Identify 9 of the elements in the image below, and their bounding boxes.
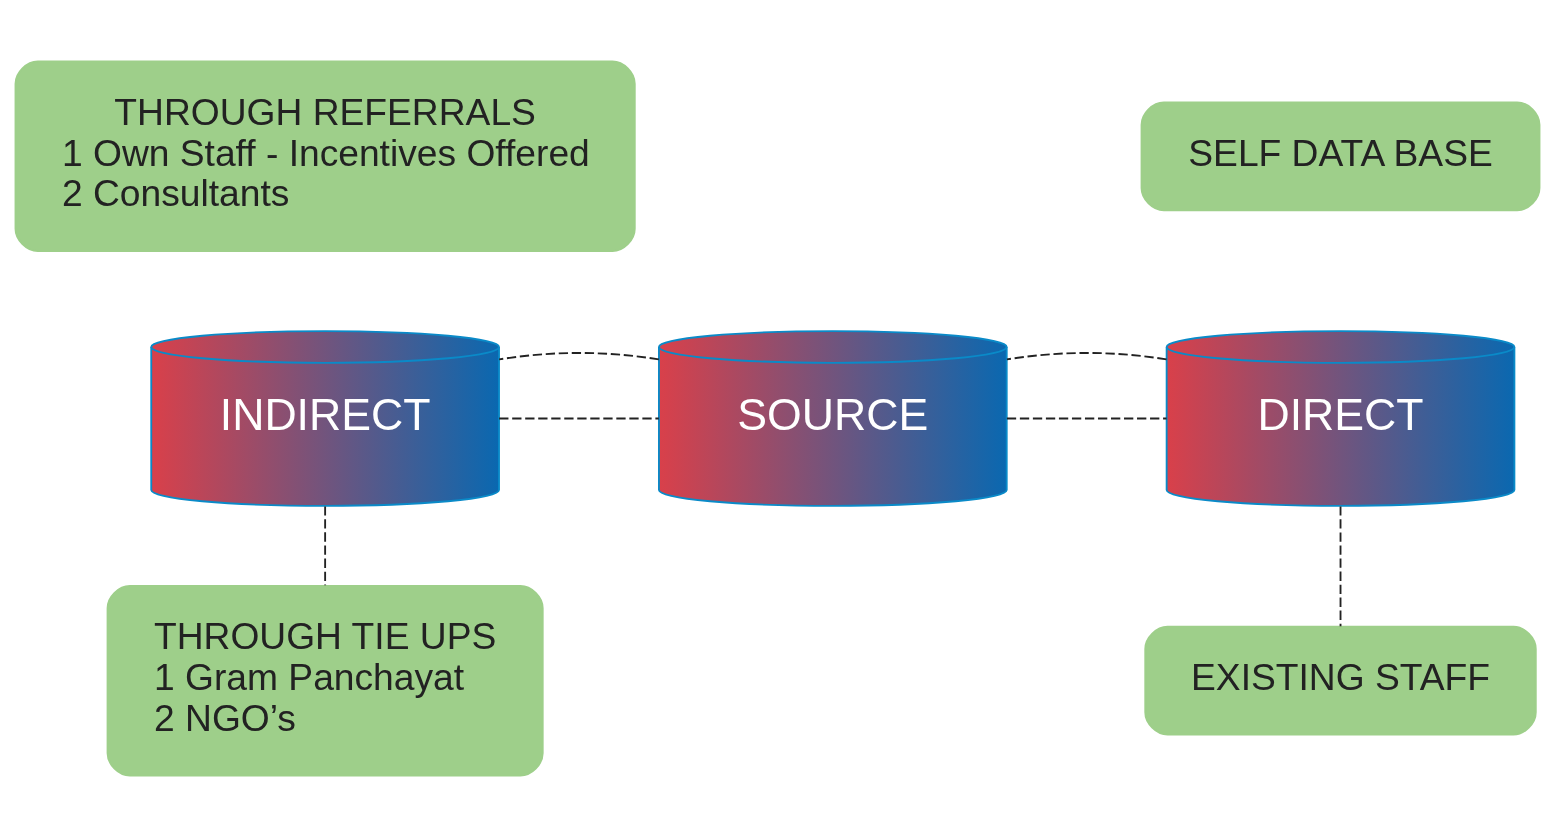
node-box: SELF DATA BASE: [1140, 101, 1541, 212]
connector: [1005, 417, 1168, 420]
connector: [498, 417, 660, 420]
connector: [498, 352, 660, 361]
node-box: THROUGH TIE UPS 1 Gram Panchayat 2 NGO’s: [106, 584, 544, 777]
node-box: THROUGH REFERRALS 1 Own Staff - Incentives Offered 2 Consultants: [14, 60, 636, 253]
connector: [1339, 505, 1342, 628]
node-box: EXISTING STAFF: [1144, 625, 1537, 736]
connector: [1005, 352, 1168, 361]
